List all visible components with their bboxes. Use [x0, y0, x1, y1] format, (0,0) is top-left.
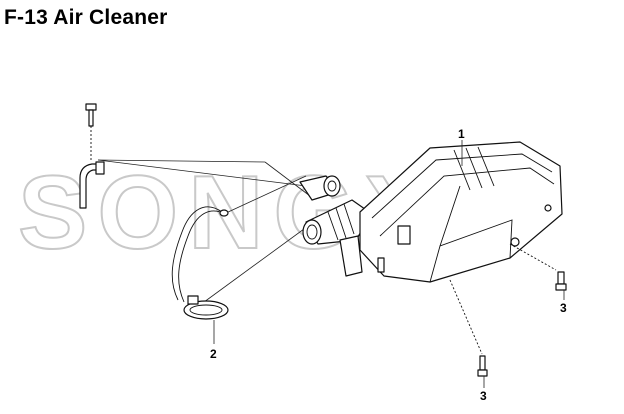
drain-hose	[171, 206, 229, 303]
callout-2: 2	[210, 347, 217, 361]
callout-3-right: 3	[560, 301, 567, 315]
intake-duct	[302, 199, 373, 277]
breather-pipe	[79, 161, 105, 209]
hose-clamp	[183, 295, 229, 320]
page-title: F-13 Air Cleaner	[4, 6, 168, 29]
bolt-bottom	[449, 279, 488, 377]
bolt-right	[509, 243, 567, 291]
callout-1: 1	[458, 127, 465, 141]
air-cleaner-assembly	[359, 141, 563, 283]
callout-3-bottom: 3	[480, 389, 487, 403]
intake-connector	[299, 175, 341, 201]
top-bolt	[85, 103, 97, 160]
